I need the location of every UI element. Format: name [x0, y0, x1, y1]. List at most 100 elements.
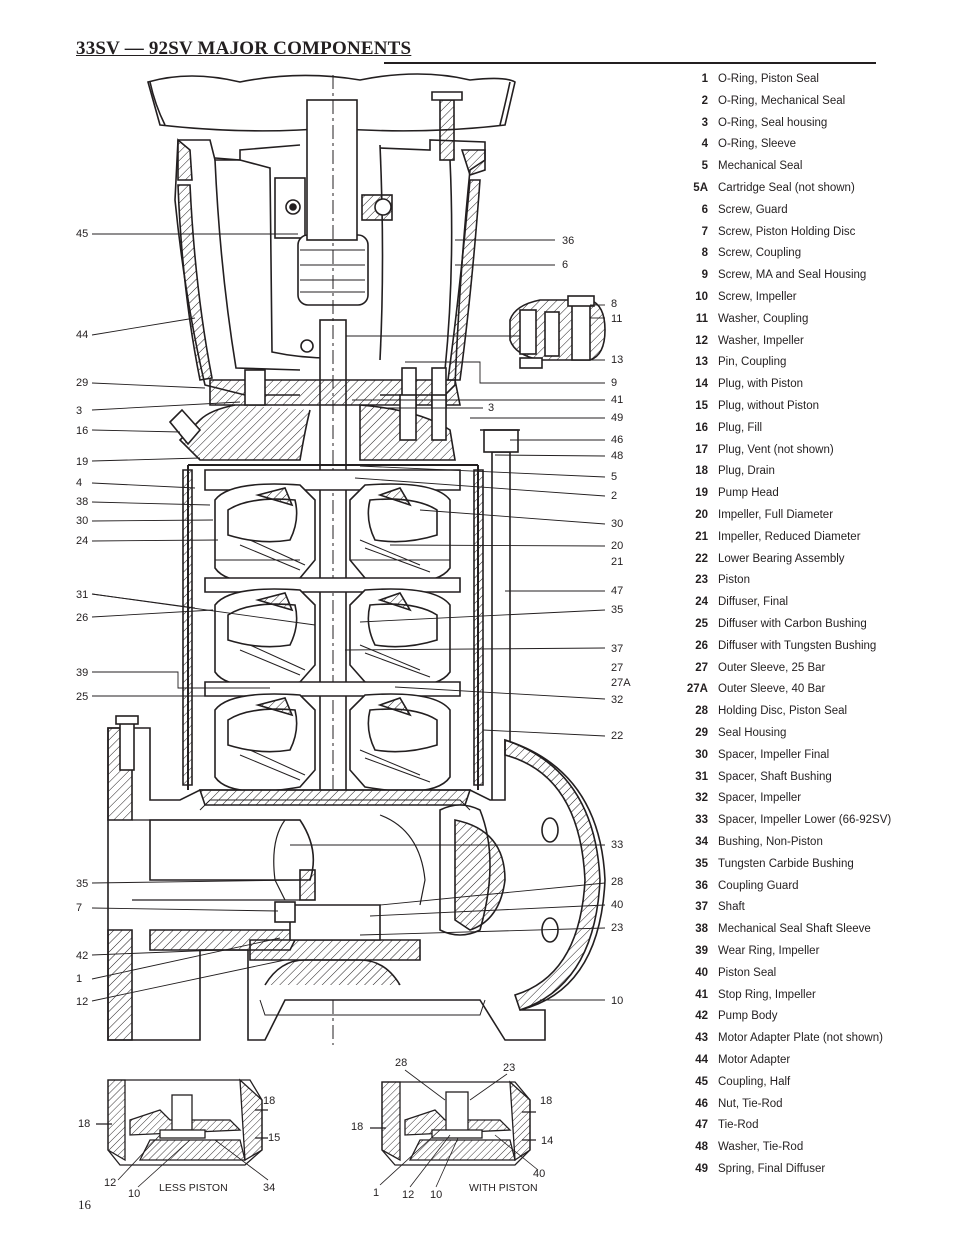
legend-item-label: Pin, Coupling [718, 356, 787, 369]
legend-item-label: Diffuser, Final [718, 596, 789, 609]
legend-item-number: 35 [695, 857, 708, 870]
detail-callout: 12 [402, 1189, 415, 1201]
legend-item-number: 27 [695, 661, 708, 674]
callout-label: 39 [76, 667, 89, 679]
page-number: 16 [78, 1197, 91, 1212]
detail-callout: 18 [263, 1095, 276, 1107]
legend-item-label: Pump Head [718, 487, 779, 500]
legend-item-label: Piston Seal [718, 966, 777, 979]
detail-caption-less-piston: LESS PISTON [159, 1182, 228, 1194]
callout-label: 30 [611, 518, 624, 530]
legend-item-number: 18 [695, 465, 708, 478]
legend-item-number: 29 [695, 727, 708, 739]
legend-item-label: Tie-Rod [718, 1119, 759, 1132]
callout-label: 20 [611, 540, 624, 552]
legend-item-number: 49 [695, 1163, 708, 1175]
callout-label: 29 [76, 377, 89, 389]
legend-item-number: 32 [695, 792, 708, 805]
callout-label: 24 [76, 535, 89, 547]
detail-callout: 34 [263, 1182, 276, 1194]
legend-item-number: 38 [695, 923, 708, 936]
callout-label: 8 [611, 298, 618, 310]
legend-item-label: O-Ring, Sleeve [718, 138, 796, 151]
legend-item-label: Plug, with Piston [718, 378, 804, 391]
legend-item-number: 5A [693, 182, 708, 194]
legend-item-number: 27A [686, 683, 708, 696]
legend-item-label: Bushing, Non-Piston [718, 836, 823, 848]
legend-item-label: Washer, Coupling [718, 312, 809, 325]
legend-item-number: 24 [695, 596, 708, 609]
callout-label: 11 [611, 313, 623, 325]
detail-callout: 18 [540, 1095, 553, 1107]
legend-item-label: Pump Body [718, 1010, 778, 1023]
legend-item-label: Lower Bearing Assembly [718, 552, 845, 565]
legend-item-number: 2 [701, 94, 708, 107]
callout-label: 9 [611, 377, 618, 389]
callout-label: 7 [76, 902, 83, 914]
legend-item-number: 25 [695, 618, 708, 630]
legend-item-number: 3 [701, 116, 708, 129]
callout-label: 13 [611, 354, 624, 366]
legend-item: 32 Spacer, Impeller [680, 787, 801, 809]
legend-item-number: 46 [695, 1097, 708, 1110]
legend-item-number: 30 [695, 748, 708, 761]
legend-item-label: Cartridge Seal (not shown) [718, 182, 855, 194]
legend-item: 37 Shaft [680, 896, 745, 918]
legend-item: 29 Seal Housing [680, 722, 786, 744]
callout-label: 32 [611, 694, 624, 706]
legend-item-label: Shaft [718, 901, 745, 914]
legend-item: 45 Coupling, Half [680, 1071, 790, 1093]
legend-item-label: Outer Sleeve, 25 Bar [718, 661, 826, 674]
legend-item-label: Motor Adapter Plate (not shown) [718, 1032, 883, 1045]
detail-callout: 10 [128, 1188, 141, 1200]
legend-item-label: Screw, Guard [718, 203, 788, 216]
legend-item-number: 47 [695, 1119, 708, 1132]
callout-label: 3 [488, 402, 495, 414]
legend-item-number: 1 [701, 73, 708, 85]
callout-label: 2 [611, 490, 618, 502]
legend-item-number: 39 [695, 945, 708, 957]
legend-item-number: 31 [695, 770, 708, 783]
legend-item-label: Spacer, Impeller [718, 792, 802, 805]
legend-item-number: 28 [695, 705, 708, 718]
callout-label: 16 [76, 425, 89, 437]
legend-item-label: Impeller, Full Diameter [718, 509, 834, 521]
legend-item-label: Seal Housing [718, 727, 787, 739]
legend-item-label: Plug, Fill [718, 421, 763, 434]
legend-item-number: 19 [695, 487, 708, 500]
legend-item-label: Nut, Tie-Rod [718, 1097, 783, 1110]
legend-item-label: Holding Disc, Piston Seal [718, 705, 848, 718]
legend-item-number: 45 [695, 1075, 708, 1088]
legend-item-label: Coupling, Half [718, 1075, 791, 1088]
callout-label: 33 [611, 839, 624, 851]
detail-callout: 12 [104, 1177, 117, 1189]
legend-item-label: Screw, MA and Seal Housing [718, 269, 867, 282]
callout-label: 44 [76, 329, 89, 341]
legend-item-number: 40 [695, 966, 708, 979]
legend-item-number: 26 [695, 639, 708, 652]
legend-item-label: Mechanical Seal [718, 160, 803, 173]
legend-item-label: Diffuser with Carbon Bushing [718, 618, 867, 630]
legend-item-label: Stop Ring, Impeller [718, 988, 816, 1001]
legend-item-number: 37 [695, 901, 708, 914]
